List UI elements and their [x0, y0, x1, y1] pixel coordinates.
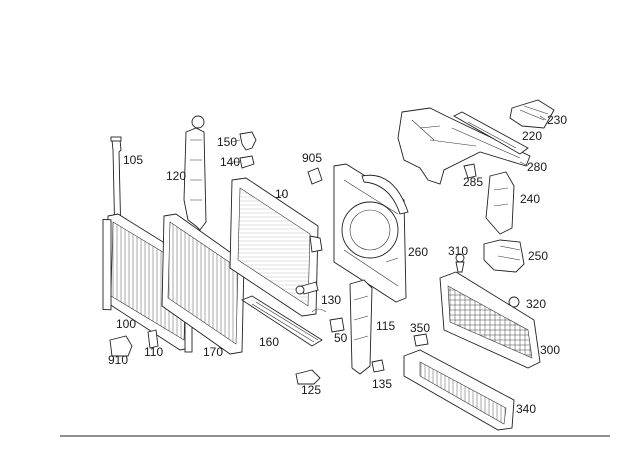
part-230-mount [509, 99, 555, 129]
label-300[interactable]: 300 [540, 343, 560, 357]
label-160[interactable]: 160 [259, 335, 279, 349]
part-220-strip [453, 111, 529, 155]
label-110[interactable]: 110 [144, 345, 163, 359]
part-110-sensor [147, 329, 159, 349]
label-105[interactable]: 105 [123, 153, 143, 167]
label-125[interactable]: 125 [301, 383, 321, 397]
part-340-air-guide [403, 349, 515, 431]
part-160-seal-strip [241, 295, 323, 347]
label-230[interactable]: 230 [547, 113, 567, 127]
label-340[interactable]: 340 [516, 402, 536, 416]
part-320-bolt [508, 296, 520, 308]
part-910-bracket [109, 335, 133, 357]
label-120[interactable]: 120 [166, 169, 186, 183]
part-135-screw [371, 359, 385, 373]
label-240[interactable]: 240 [520, 192, 540, 206]
part-250-lower-duct [483, 239, 525, 273]
part-130-bolt [295, 281, 319, 295]
part-280-upper-panel [397, 107, 531, 185]
label-320[interactable]: 320 [526, 297, 546, 311]
label-250[interactable]: 250 [528, 249, 548, 263]
label-115[interactable]: 115 [376, 319, 395, 333]
label-140[interactable]: 140 [220, 155, 240, 169]
label-150[interactable]: 150 [217, 135, 237, 149]
part-170-radiator-core [161, 213, 245, 355]
part-300-grille [439, 271, 541, 369]
label-100[interactable]: 100 [116, 317, 136, 331]
part-120-side-bracket [183, 115, 207, 231]
part-50-connector [311, 308, 345, 333]
part-115-vertical-support [349, 279, 373, 375]
label-310[interactable]: 310 [448, 244, 468, 258]
label-910[interactable]: 910 [108, 353, 128, 367]
label-50[interactable]: 50 [334, 331, 348, 345]
part-285-clip [463, 163, 477, 179]
part-150-clip [239, 131, 257, 151]
label-905[interactable]: 905 [302, 151, 322, 165]
part-260-fan-shroud [333, 163, 409, 303]
part-905-clip [307, 167, 323, 185]
part-140-cap [239, 155, 255, 169]
label-220[interactable]: 220 [522, 129, 542, 143]
part-350-plug [413, 333, 429, 347]
part-310-bolt [455, 253, 465, 273]
part-10-radiator [229, 177, 323, 317]
label-135[interactable]: 135 [372, 377, 392, 391]
label-350[interactable]: 350 [410, 321, 430, 335]
part-240-side-duct [485, 171, 515, 235]
part-125-bracket [295, 369, 321, 385]
label-130[interactable]: 130 [321, 293, 341, 307]
label-10[interactable]: 10 [275, 187, 289, 201]
label-280[interactable]: 280 [527, 160, 547, 174]
label-285[interactable]: 285 [463, 175, 483, 189]
leader-lines [231, 115, 547, 263]
label-260[interactable]: 260 [408, 245, 428, 259]
label-170[interactable]: 170 [203, 345, 223, 359]
